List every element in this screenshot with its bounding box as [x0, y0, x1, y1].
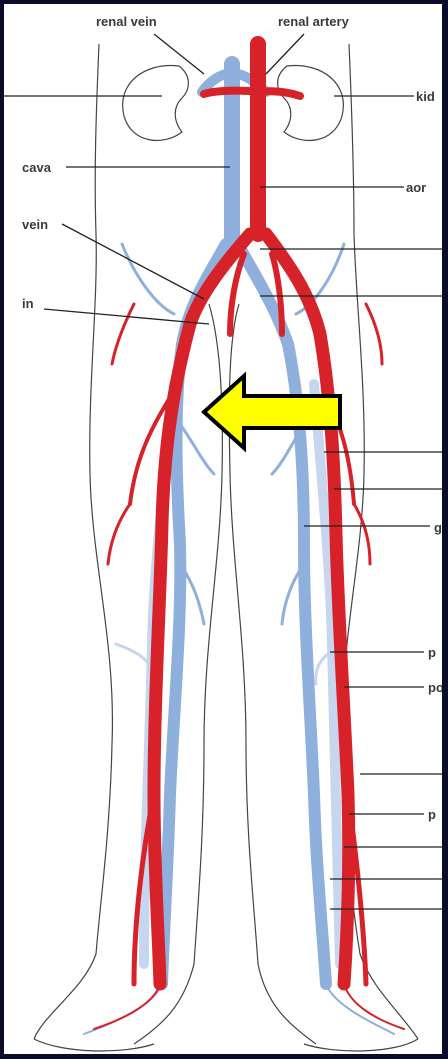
- label-kidney: kid: [416, 89, 435, 104]
- right-kidney: [278, 66, 344, 141]
- arteries: [94, 44, 404, 1029]
- leader-lines: [4, 34, 442, 909]
- label-aorta: aor: [406, 180, 426, 195]
- leg-circulation-diagram: renal vein renal artery kid cava aor vei…: [4, 4, 442, 1054]
- label-g: g: [434, 520, 442, 535]
- left-kidney: [123, 66, 189, 141]
- label-renal-artery: renal artery: [278, 14, 350, 29]
- label-p-upper: p: [428, 645, 436, 660]
- label-vein: vein: [22, 217, 48, 232]
- label-po: po: [428, 680, 442, 695]
- label-renal-vein: renal vein: [96, 14, 157, 29]
- label-p-lower: p: [428, 807, 436, 822]
- diagram-panel: renal vein renal artery kid cava aor vei…: [4, 4, 442, 1054]
- label-cava: cava: [22, 160, 52, 175]
- label-in: in: [22, 296, 34, 311]
